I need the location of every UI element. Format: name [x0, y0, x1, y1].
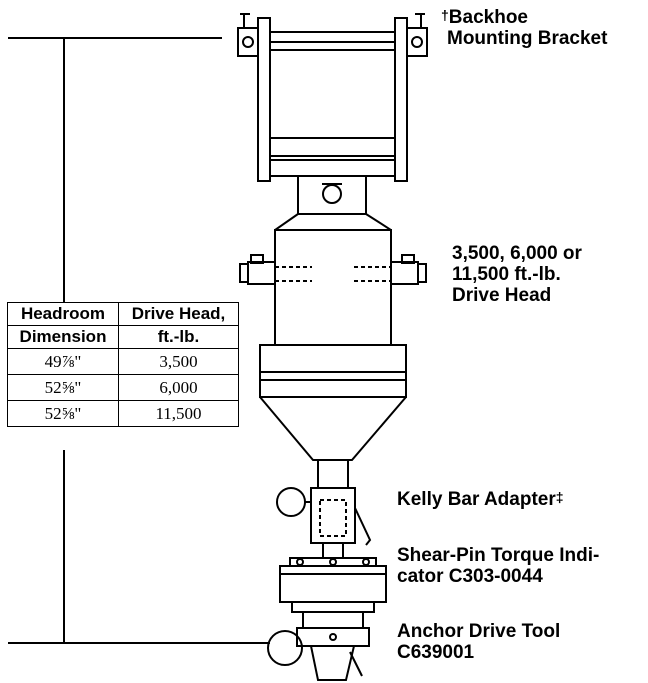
table-row: 52⅝" 6,000: [7, 374, 239, 401]
table-header-row: Headroom Drive Head,: [7, 302, 239, 326]
shear-pin-torque-indicator-label: Shear-Pin Torque Indi- cator C303-0044: [397, 545, 599, 587]
dagger-mark: †: [441, 7, 449, 23]
bracket-label-line1: Backhoe: [448, 7, 528, 28]
table-cell-drive-head: 11,500: [118, 400, 239, 427]
table-cell-drive-head: 6,000: [118, 374, 239, 401]
drive-head-label: 3,500, 6,000 or 11,500 ft.-lb. Drive Hea…: [452, 243, 582, 306]
backhoe-mounting-bracket-label: †Backhoe Mounting Bracket: [441, 7, 607, 49]
table-header-row: Dimension ft.-lb.: [7, 325, 239, 349]
anchor-drive-tool-label: Anchor Drive Tool C639001: [397, 621, 560, 663]
shear-pin-torque-indicator: [279, 557, 387, 629]
table-cell-drive-head: 3,500: [118, 348, 239, 375]
anchor-drive-tool: [267, 627, 370, 681]
shear-label-line1: Shear-Pin Torque Indi-: [397, 545, 600, 566]
headroom-dimension: [8, 37, 270, 644]
header-headroom: Headroom: [7, 302, 119, 326]
table-row: 49⅞" 3,500: [7, 348, 239, 375]
kelly-bar-adapter: [276, 460, 372, 558]
drive-head-neck: [274, 176, 392, 345]
drive-head-label-line1: 3,500, 6,000 or: [452, 243, 582, 264]
drive-head-label-line2: 11,500 ft.-lb.: [452, 264, 561, 285]
header-dimension: Dimension: [7, 325, 119, 349]
header-ftlb: ft.-lb.: [118, 325, 239, 349]
headroom-table: Headroom Drive Head, Dimension ft.-lb. 4…: [7, 302, 239, 427]
kelly-bar-adapter-label: Kelly Bar Adapter‡: [397, 489, 564, 510]
anchor-label-line2: C639001: [397, 642, 475, 663]
shear-label-line2: cator C303-0044: [397, 566, 543, 587]
drive-head: [239, 229, 427, 461]
drive-head-label-line3: Drive Head: [452, 285, 552, 306]
bracket-label-line2: Mounting Bracket: [447, 28, 608, 49]
table-cell-headroom: 52⅝": [7, 400, 119, 427]
header-drive-head: Drive Head,: [118, 302, 239, 326]
double-dagger-mark: ‡: [555, 489, 564, 505]
anchor-label-line1: Anchor Drive Tool: [397, 621, 561, 642]
table-row: 52⅝" 11,500: [7, 400, 239, 427]
table-cell-headroom: 49⅞": [7, 348, 119, 375]
kelly-label-text: Kelly Bar Adapter: [397, 489, 556, 510]
table-cell-headroom: 52⅝": [7, 374, 119, 401]
backhoe-mounting-bracket: [237, 13, 428, 182]
